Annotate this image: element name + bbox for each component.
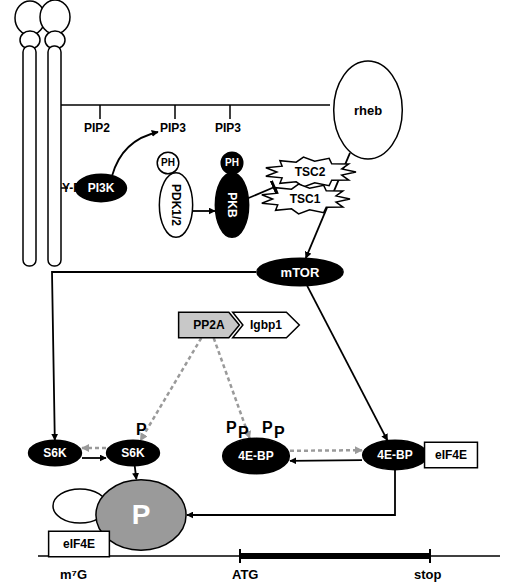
node-label: PP2A: [193, 319, 224, 331]
node-label: rheb: [354, 104, 382, 117]
node-label: mTOR: [281, 266, 320, 279]
site-label: Y-P: [62, 182, 81, 194]
outline-shape: [221, 152, 243, 174]
activation-arrow: [187, 470, 395, 515]
domain-circle: PH: [157, 152, 179, 174]
membrane-line: [61, 104, 330, 106]
node-label: PI3K: [88, 182, 115, 194]
dashed-arrow: [214, 338, 250, 438]
node-label: eIF4E: [435, 449, 467, 461]
receptor-symbol: [15, 0, 70, 266]
outline-shape: [233, 312, 300, 337]
outline-shape: [334, 61, 403, 159]
curved-arrow: [112, 132, 158, 176]
lipid-label: PIP3: [215, 122, 241, 134]
phospho-mark: P: [238, 425, 249, 441]
lipid-label: PIP2: [84, 122, 110, 134]
activation-arrow: [307, 286, 387, 441]
node-label: PH: [225, 158, 239, 168]
kinase-oval: S6K: [106, 440, 160, 466]
node-label: S6K: [43, 447, 66, 459]
activation-arrow: [135, 466, 137, 479]
mrna-label: stop: [414, 568, 441, 581]
domain-circle: PH: [221, 152, 243, 174]
phospho-mark: P: [226, 420, 237, 436]
outline-shape: [29, 440, 82, 465]
outline-shape: [157, 152, 179, 174]
complex-starburst: TSC2: [264, 157, 356, 187]
phospho-mark: P: [262, 420, 273, 436]
node-label: P: [132, 501, 151, 529]
mrna-label: ATG: [232, 568, 258, 581]
kinase-oval: PI3K: [75, 174, 127, 202]
mrna-label: m⁷G: [60, 568, 87, 581]
node-label: PDK1/2: [170, 184, 182, 226]
node-label: 4E-BP: [238, 450, 273, 462]
kinase-oval: PKB: [215, 172, 249, 238]
outline-shape: [262, 184, 350, 214]
outline-shape: [223, 438, 290, 473]
activation-arrow: [193, 210, 215, 212]
outline-shape: [215, 173, 248, 238]
activation-arrow: [82, 457, 106, 459]
outline-shape: [49, 531, 110, 556]
factor-box: eIF4E: [48, 531, 110, 557]
phospho-mark: P: [136, 422, 147, 438]
activation-arrow: [290, 459, 362, 461]
dashed-arrow: [82, 447, 106, 450]
outline-shape: [257, 258, 343, 285]
node-label: PH: [161, 158, 175, 168]
tick-marks: [61, 105, 230, 188]
kinase-oval: S6K: [28, 440, 82, 466]
kinase-oval: PDK1/2: [159, 172, 193, 238]
node-label: PKB: [226, 192, 238, 217]
protein-oval: 4E-BP: [362, 440, 428, 470]
node-label: Igbp1: [250, 319, 282, 331]
phospho-mark: P: [274, 425, 285, 441]
node-label: 4E-BP: [377, 449, 412, 461]
protein-oval: 4E-BP: [222, 438, 290, 474]
node-label: TSC2: [295, 166, 326, 178]
outline-shape: [76, 174, 127, 201]
complex-starburst: TSC1: [260, 184, 350, 214]
gtpase-oval: rheb: [333, 60, 403, 160]
outline-shape: [425, 442, 478, 467]
node-label: TSC1: [290, 193, 321, 205]
outline-shape: [266, 157, 356, 187]
phosphatase-chevron: PP2A: [178, 312, 240, 338]
outline-shape: [179, 312, 240, 337]
node-label: S6K: [121, 447, 144, 459]
lipid-label: PIP3: [160, 122, 186, 134]
outline-shape: [159, 173, 192, 238]
kinase-oval: mTOR: [256, 258, 344, 286]
outline-shape: [363, 440, 428, 469]
activation-arrow: [52, 272, 256, 440]
factor-box: eIF4E: [424, 442, 478, 468]
dashed-arrow: [290, 449, 362, 452]
protein-chevron: Igbp1: [232, 312, 300, 338]
node-label: eIF4E: [63, 538, 95, 550]
dashed-arrow: [140, 338, 201, 441]
outline-shape: [107, 440, 160, 465]
